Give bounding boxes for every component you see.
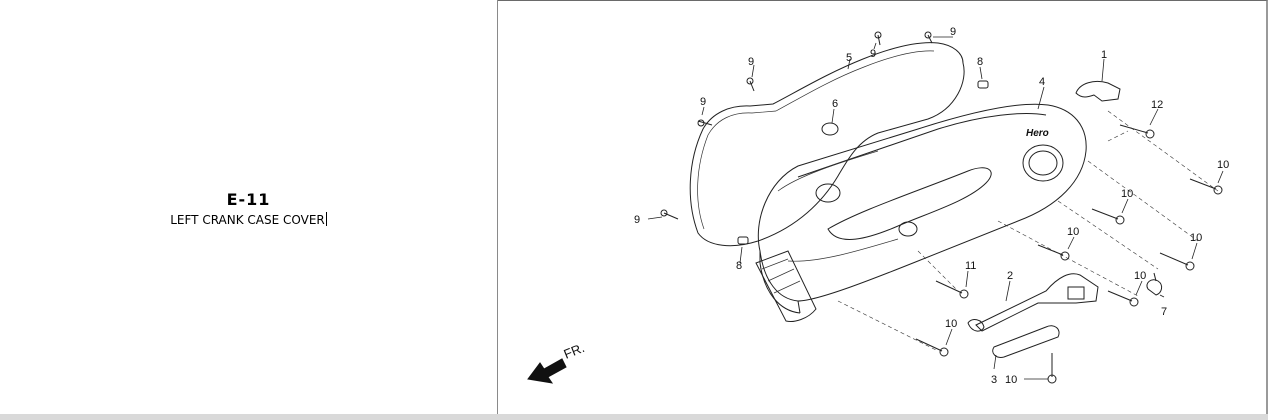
section-title-row: LEFT CRANK CASE COVER (0, 212, 497, 227)
callout-6: 6 (832, 98, 838, 110)
callout-10: 10 (1217, 159, 1229, 171)
section-heading: E-11 LEFT CRANK CASE COVER (0, 190, 497, 227)
exploded-parts-diagram: Hero (527, 26, 1229, 386)
callout-5: 5 (846, 52, 852, 64)
brand-logo: Hero (1026, 128, 1049, 139)
adjust-knob (1146, 279, 1163, 296)
exploded-diagram-panel: Hero (498, 0, 1268, 414)
callout-7: 7 (1161, 306, 1167, 318)
section-title: LEFT CRANK CASE COVER (170, 213, 325, 227)
callout-10: 10 (1067, 226, 1079, 238)
callout-8: 8 (736, 260, 742, 272)
dowel-pin (977, 80, 989, 89)
bolt-set (660, 31, 1223, 384)
bracket-part (1075, 80, 1121, 102)
callout-9: 9 (700, 96, 706, 108)
callout-3: 3 (991, 374, 997, 386)
callout-10: 10 (1121, 188, 1133, 200)
bottom-scrollbar-strip (0, 414, 1268, 420)
lever-bracket (975, 273, 1099, 332)
section-panel: E-11 LEFT CRANK CASE COVER (0, 0, 498, 414)
callout-1: 1 (1101, 49, 1107, 61)
stopper-plate (992, 325, 1060, 358)
callout-8: 8 (977, 56, 983, 68)
callout-10: 10 (945, 318, 957, 330)
callout-12: 12 (1151, 99, 1163, 111)
callout-labels: 9 9 9 9 9 5 6 8 8 1 4 12 10 10 10 10 10 … (634, 26, 1229, 386)
callout-10: 10 (1005, 374, 1017, 386)
callout-11: 11 (965, 260, 976, 272)
callout-2: 2 (1007, 270, 1013, 282)
plug-part (821, 122, 839, 136)
callout-9: 9 (950, 26, 956, 38)
callout-4: 4 (1039, 76, 1045, 88)
callout-10: 10 (1190, 232, 1202, 244)
callout-9: 9 (748, 56, 754, 68)
gasket (689, 42, 965, 247)
section-code: E-11 (226, 190, 271, 209)
leader-lines (647, 36, 1224, 380)
callout-9: 9 (634, 214, 640, 226)
front-direction-label: FR. (562, 340, 587, 362)
callout-9: 9 (870, 48, 876, 60)
intake-duct (755, 250, 817, 322)
text-cursor (325, 212, 327, 226)
front-direction-arrow: FR. (527, 340, 587, 384)
cover-body: Hero (757, 103, 1087, 314)
callout-10: 10 (1134, 270, 1146, 282)
